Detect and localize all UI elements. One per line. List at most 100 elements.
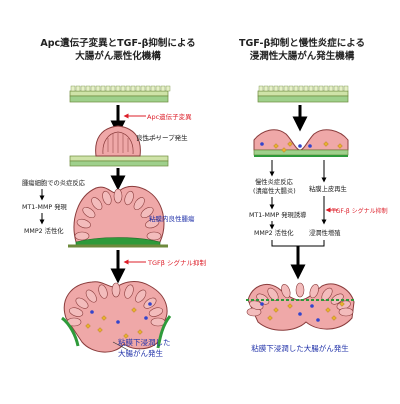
epithelial-cell [95,85,101,92]
epithelial-cell [313,85,319,92]
epithelial-cell [130,85,136,92]
epithelial-cell [150,85,156,92]
invasive-growth-label: 浸潤性増殖 [309,228,341,237]
gland-fold [140,206,154,219]
epithelial-cell [160,85,166,92]
inflammatory-cell [131,307,137,313]
side-mmp2-label: MMP2 活性化 [24,226,64,235]
epithelial-cell [110,85,116,92]
left-title-line2: 大腸がん悪性化機構 [75,50,161,62]
inflammatory-cell [325,307,331,313]
gland-fold [146,231,162,241]
left-result-pointer [112,341,129,351]
epithelial-cell [120,85,126,92]
gland-fold [111,282,121,298]
epithelial-cell [263,85,269,92]
epithelial-cell [323,85,329,92]
epithelial-cell [155,85,161,92]
epithelial-cell [293,85,299,92]
gland-fold [98,284,108,299]
epithelial-cell [308,85,314,92]
epithelial-cell [298,85,304,92]
gland-fold [281,284,291,299]
immune-cell [116,320,120,324]
immune-cell [298,144,302,148]
left-result-line2: 大腸がん発生 [118,348,163,358]
epithelial-cell [90,85,96,92]
right-inflammatory-cells [260,301,345,322]
gland-fold [91,197,103,211]
right-result-label: 粘膜下浸潤した大腸がん発生 [251,343,349,353]
left-normal-mucosa [69,85,171,103]
gland-fold [249,300,264,310]
epithelial-cell [343,85,349,92]
side-inflam-label: 腫瘍細胞での炎症反応 [22,178,86,187]
epithelial-cell [140,85,146,92]
apc-label: Apc遺伝子変異 [147,112,192,121]
mucosal-tumor-label: 粘膜内良性腫瘍 [149,214,195,223]
immune-cell [308,144,312,148]
left-title-line1: Apc遺伝子変異とTGF-β抑制による [40,37,195,49]
gland-fold [75,297,89,309]
epithelial-cell [328,85,334,92]
inflammatory-cell [273,307,279,313]
gland-fold [338,307,354,317]
inflammatory-cell [97,327,103,333]
epithelial-cell [75,85,81,92]
right-title-line2: 浸潤性大腸がん発生機構 [250,50,355,62]
gland-fold [148,307,163,317]
epithelial-cell [283,85,289,92]
benign-polyp [69,125,169,167]
gland-fold [113,188,123,204]
right-invasive-cancer [246,282,356,331]
ulcer-inflammatory-cells [260,141,343,153]
inflammatory-cell [137,329,143,335]
polyp-label: 良性ポリープ発生 [136,133,188,142]
immune-cell [310,304,314,308]
epithelial-cell [135,85,141,92]
right-normal-mucosa [257,85,349,103]
gland-fold [133,197,145,211]
gland-fold [295,282,305,298]
polyp-pointer [142,136,161,142]
inflammatory-cell [273,143,279,149]
ulcer-mucosa [253,129,349,157]
regeneration-label: 粘膜上皮再生 [309,184,347,193]
inflammatory-cell [339,301,345,307]
epithelial-cell [288,85,294,92]
right-mmp2-label: MMP2 活性化 [254,228,294,237]
left-result-line1: 粘膜下浸潤した [118,337,171,347]
left-panel: Apc遺伝子変異とTGF-β抑制による 大腸がん悪性化機構 Apc遺伝子変異 良… [22,37,206,358]
gland-fold [124,190,134,206]
immune-cell [260,142,264,146]
left-invasive-cancer [61,281,172,353]
epithelial-cell [100,85,106,92]
immune-cell [298,312,302,316]
gland-fold [82,206,96,219]
mt1-induction-label: MT1-MMP 発現誘導 [249,210,307,219]
epithelial-cell [338,85,344,92]
gland-fold [309,284,319,299]
chronic-inflam-line1: 慢性炎症反応 [255,177,293,186]
epithelial-cell [85,85,91,92]
inflammatory-cell [123,333,129,339]
chronic-inflam-line2: (潰瘍性大腸炎) [253,186,296,195]
gland-fold [76,218,91,229]
epithelial-cell [278,85,284,92]
epithelial-cell [268,85,274,92]
epithelial-cell [165,85,171,92]
immune-cell [148,302,152,306]
inflammatory-cell [331,315,337,321]
gland-fold [135,289,147,303]
inflammatory-cell [281,147,287,153]
invasive-folds [66,282,166,327]
right-title-line1: TGF-β抑制と慢性炎症による [239,37,365,49]
inflammatory-cell [101,315,107,321]
gland-fold [85,289,97,303]
inflammatory-cell [287,141,293,147]
gland-fold [124,284,134,299]
right-converge-lines [271,240,325,247]
epithelial-cell [333,85,339,92]
